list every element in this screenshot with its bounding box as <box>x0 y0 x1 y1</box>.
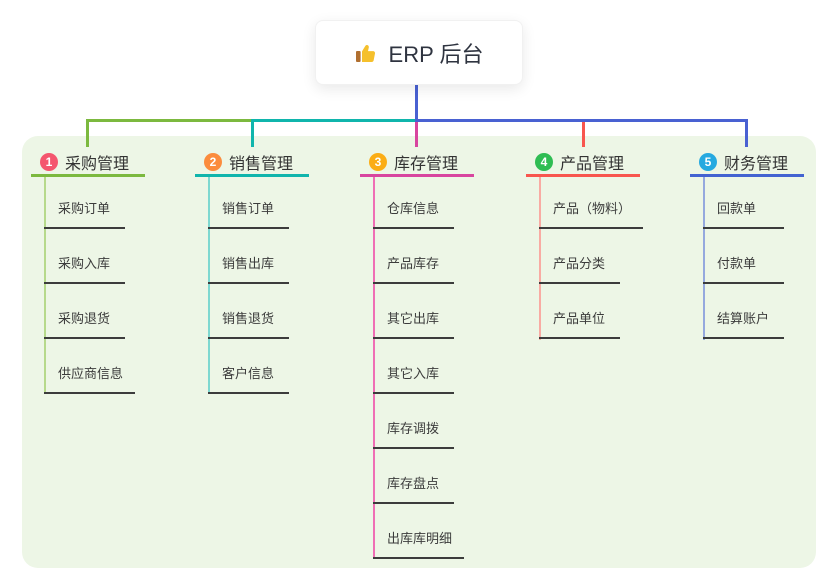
mindmap-item[interactable]: 产品分类 <box>539 254 620 284</box>
branch-spine-finance <box>703 177 705 340</box>
connector-root-vertical <box>415 85 418 122</box>
branch-title-label: 产品管理 <box>560 156 625 173</box>
connector-drop-inventory <box>415 122 418 147</box>
thumbs-up-icon <box>355 41 379 65</box>
mindmap-item[interactable]: 销售出库 <box>208 254 289 284</box>
root-node[interactable]: ERP 后台 <box>315 20 523 85</box>
connector-drop-purchase <box>86 119 89 147</box>
branch-title-finance[interactable]: 5 财务管理 <box>690 150 804 177</box>
branch-spine-inventory <box>373 177 375 559</box>
mindmap-item[interactable]: 采购退货 <box>44 309 125 339</box>
connector-bus-purchase <box>87 119 252 122</box>
badge-2: 2 <box>204 153 222 171</box>
connector-drop-sales <box>251 119 254 147</box>
root-title: ERP 后台 <box>388 41 484 67</box>
connector-bus-finance <box>415 119 748 122</box>
mindmap-item[interactable]: 其它出库 <box>373 309 454 339</box>
connector-bus-sales <box>252 119 418 122</box>
branch-title-label: 财务管理 <box>724 156 789 173</box>
badge-1: 1 <box>40 153 58 171</box>
mindmap-item[interactable]: 回款单 <box>703 199 784 229</box>
mindmap-item[interactable]: 其它入库 <box>373 364 454 394</box>
mindmap-item[interactable]: 产品（物料） <box>539 199 644 229</box>
badge-4: 4 <box>535 153 553 171</box>
branch-spine-product <box>539 177 541 340</box>
mindmap-item[interactable]: 采购订单 <box>44 199 125 229</box>
connector-drop-product <box>582 122 585 147</box>
mindmap-item[interactable]: 库存调拨 <box>373 419 454 449</box>
mindmap-item[interactable]: 结算账户 <box>703 309 784 339</box>
badge-3: 3 <box>369 153 387 171</box>
branch-title-label: 销售管理 <box>229 156 294 173</box>
mindmap-item[interactable]: 销售订单 <box>208 199 289 229</box>
badge-5: 5 <box>699 153 717 171</box>
mindmap-item[interactable]: 仓库信息 <box>373 199 454 229</box>
mindmap-item[interactable]: 产品单位 <box>539 309 620 339</box>
mindmap-item[interactable]: 供应商信息 <box>44 364 136 394</box>
mindmap-item[interactable]: 客户信息 <box>208 364 289 394</box>
branch-spine-sales <box>208 177 210 394</box>
branch-title-product[interactable]: 4 产品管理 <box>526 150 640 177</box>
branch-title-inventory[interactable]: 3 库存管理 <box>360 150 474 177</box>
branch-spine-purchase <box>44 177 46 394</box>
connector-drop-finance <box>745 119 748 147</box>
mindmap-item[interactable]: 产品库存 <box>373 254 454 284</box>
mindmap-item[interactable]: 付款单 <box>703 254 784 284</box>
mindmap-item[interactable]: 销售退货 <box>208 309 289 339</box>
mindmap-item[interactable]: 库存盘点 <box>373 474 454 504</box>
branch-title-label: 采购管理 <box>65 156 130 173</box>
branch-title-purchase[interactable]: 1 采购管理 <box>31 150 145 177</box>
mindmap-item[interactable]: 采购入库 <box>44 254 125 284</box>
mindmap-item[interactable]: 出库库明细 <box>373 529 465 559</box>
branches-panel <box>22 136 816 568</box>
branch-title-sales[interactable]: 2 销售管理 <box>195 150 309 177</box>
branch-title-label: 库存管理 <box>394 156 459 173</box>
